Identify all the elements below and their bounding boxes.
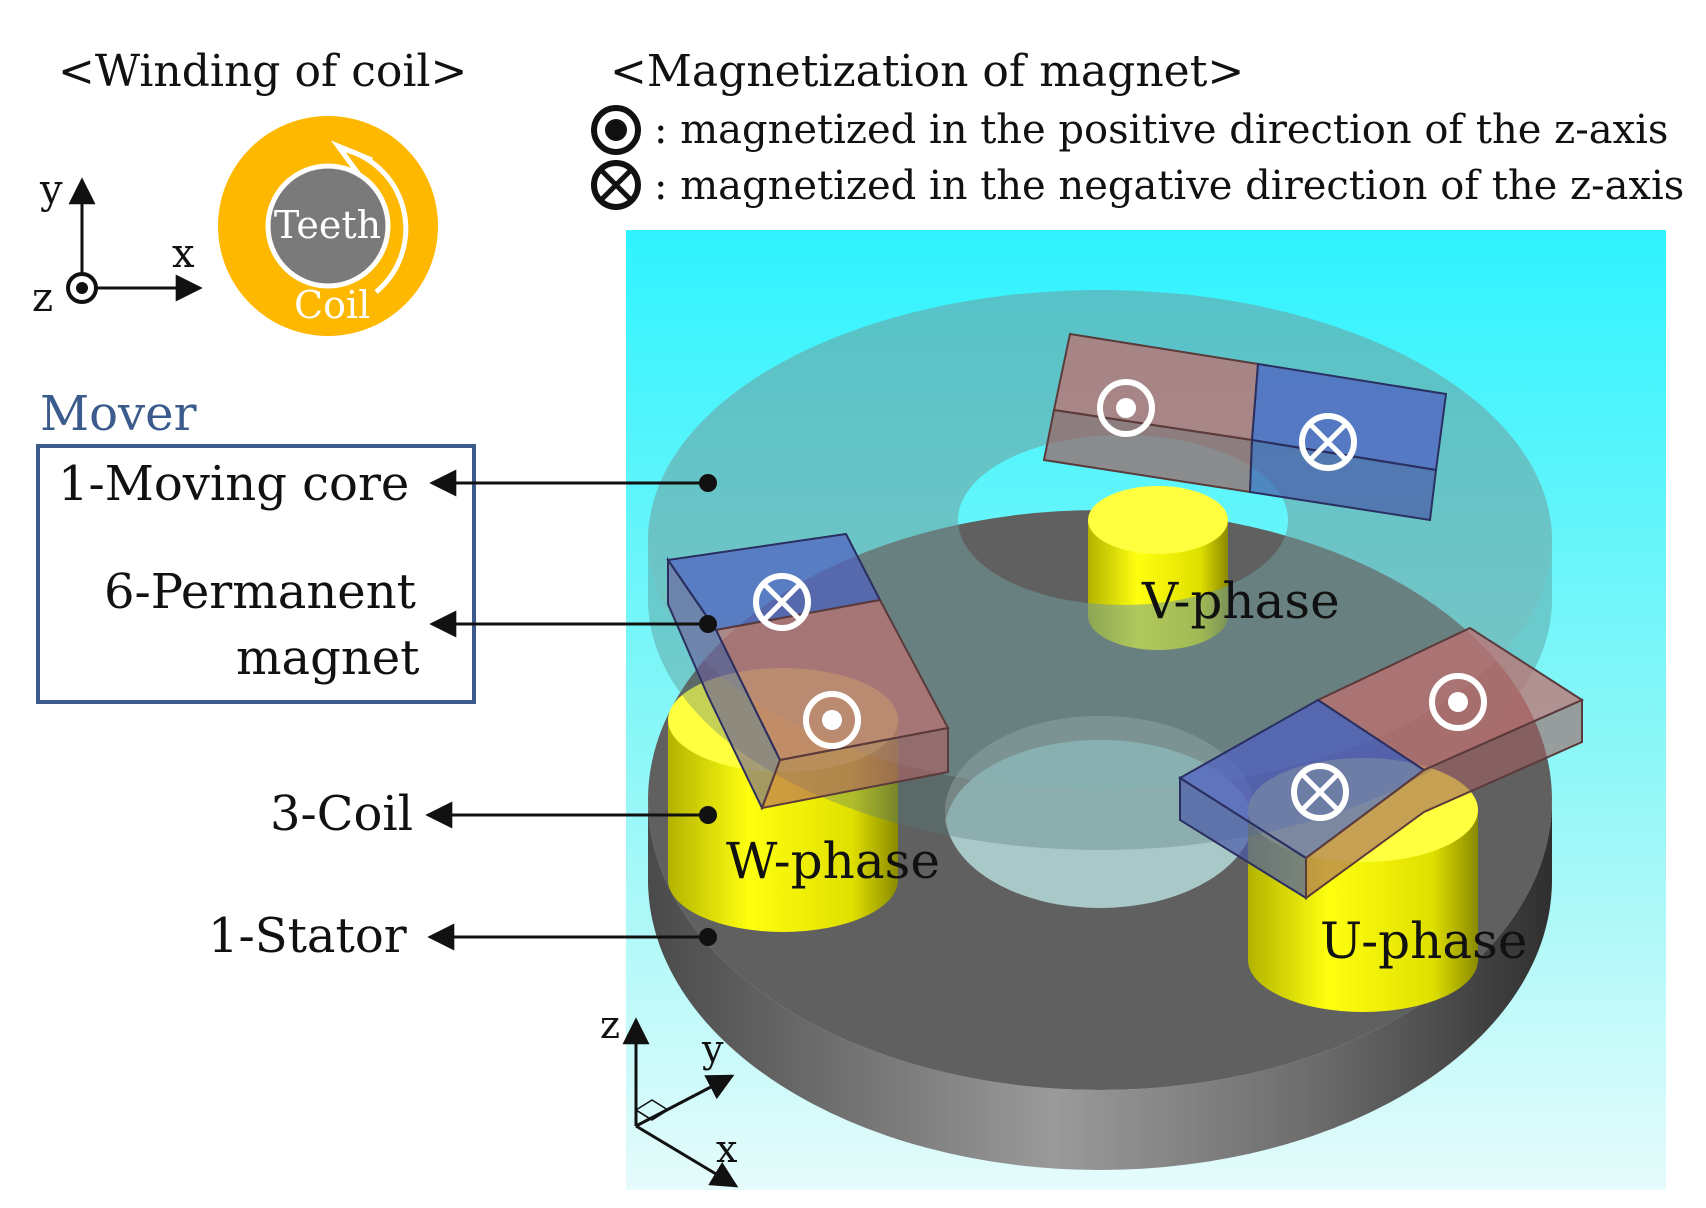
v-dot-ring: [1097, 379, 1155, 437]
v-dot-center: [1116, 398, 1136, 418]
model-y-label: y: [702, 1027, 724, 1071]
model-y-axis: [635, 1074, 735, 1128]
winding-title: <Winding of coil>: [58, 46, 468, 97]
magnet-w-front: [760, 726, 949, 810]
leader-lines: [425, 469, 717, 951]
u-cross-icon: [1291, 763, 1349, 821]
w-dot-icon: [803, 691, 861, 749]
coil-part-label: 3-Coil: [270, 786, 414, 842]
teeth-label: Teeth: [274, 203, 382, 247]
winding-x-label: x: [172, 231, 195, 277]
magnetization-title: <Magnetization of magnet>: [610, 46, 1245, 97]
model-x-axis: [635, 1124, 739, 1188]
stator-part-label: 1-Stator: [208, 908, 407, 964]
w-dot-ring: [803, 691, 861, 749]
u-dot-ring: [1429, 673, 1487, 731]
coil-v-top: [1088, 486, 1228, 554]
winding-z-label: z: [32, 275, 54, 321]
moving-core-label: 1-Moving core: [58, 456, 410, 512]
mover-title: Mover: [40, 386, 197, 442]
v-dot-icon: [1097, 379, 1155, 437]
model-view: [622, 230, 1666, 1190]
permanent-label-line2: magnet: [236, 630, 420, 686]
winding-axes: [66, 177, 203, 304]
stator-leader-dot: [699, 928, 717, 946]
coil-label: Coil: [294, 283, 371, 327]
v-cross-icon: [1299, 413, 1357, 471]
legend-negative: : magnetized in the negative direction o…: [654, 163, 1685, 209]
winding-arrow-icon: [330, 140, 373, 178]
w-cross-b: [763, 583, 801, 621]
u-cross-ring: [1291, 763, 1349, 821]
w-cross-ring: [753, 573, 811, 631]
stator-side: [648, 800, 1552, 1170]
moving-core-leader-dot: [699, 474, 717, 492]
z-out-dot-icon: [76, 282, 88, 294]
u-cross-b: [1301, 773, 1339, 811]
magnet-u-side: [1305, 698, 1583, 900]
legend-positive: : magnetized in the positive direction o…: [654, 107, 1669, 153]
w-phase-label: W-phase: [726, 832, 940, 890]
model-z-label: z: [600, 1003, 621, 1047]
u-phase-label: U-phase: [1320, 912, 1528, 970]
w-cross-icon: [753, 573, 811, 631]
model-x-label: x: [716, 1127, 738, 1171]
permanent-label-line1: 6-Permanent: [104, 564, 416, 620]
u-dot-center: [1448, 692, 1468, 712]
w-dot-center: [822, 710, 842, 730]
coil-leader-dot: [699, 806, 717, 824]
magnet-v-blue-side: [1248, 438, 1438, 522]
winding-y-label: y: [40, 167, 63, 213]
model-axes: [622, 1017, 739, 1188]
magnet-symbols: [753, 379, 1487, 821]
legend-icons: [591, 105, 641, 210]
v-phase-label: V-phase: [1142, 572, 1340, 630]
winding-section: [66, 116, 438, 336]
cross-line-b: [599, 168, 633, 202]
magnet-leader-dot: [699, 615, 717, 633]
u-dot-icon: [1429, 673, 1487, 731]
dot-symbol-center-icon: [605, 119, 627, 141]
model-axis-cube-edge: [635, 1109, 653, 1121]
v-cross-b: [1309, 423, 1347, 461]
v-cross-ring: [1299, 413, 1357, 471]
mover-box: [36, 444, 476, 704]
magnet-w: [666, 532, 950, 811]
teeth-circle-icon: [265, 163, 391, 289]
